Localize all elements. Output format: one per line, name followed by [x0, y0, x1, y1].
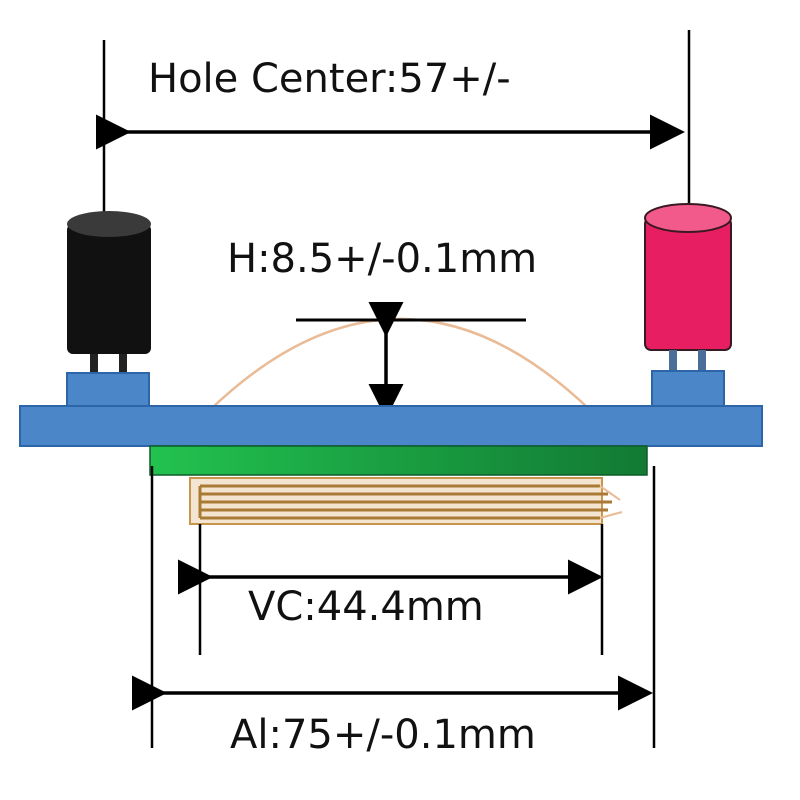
right-mount-pad [651, 370, 725, 409]
left-mount-pad [66, 372, 150, 409]
base-board [19, 405, 763, 447]
copper-coil-icon [189, 477, 623, 525]
membrane-arc [211, 317, 589, 409]
height-label: H:8.5+/-0.1mm [227, 236, 537, 282]
al-label: Al:75+/-0.1mm [230, 712, 536, 758]
green-layer [149, 445, 648, 476]
black-cylinder-icon [67, 211, 151, 374]
red-cylinder-icon [644, 203, 732, 372]
vc-label: VC:44.4mm [248, 584, 484, 630]
hole-center-label: Hole Center:57+/- [148, 56, 511, 102]
